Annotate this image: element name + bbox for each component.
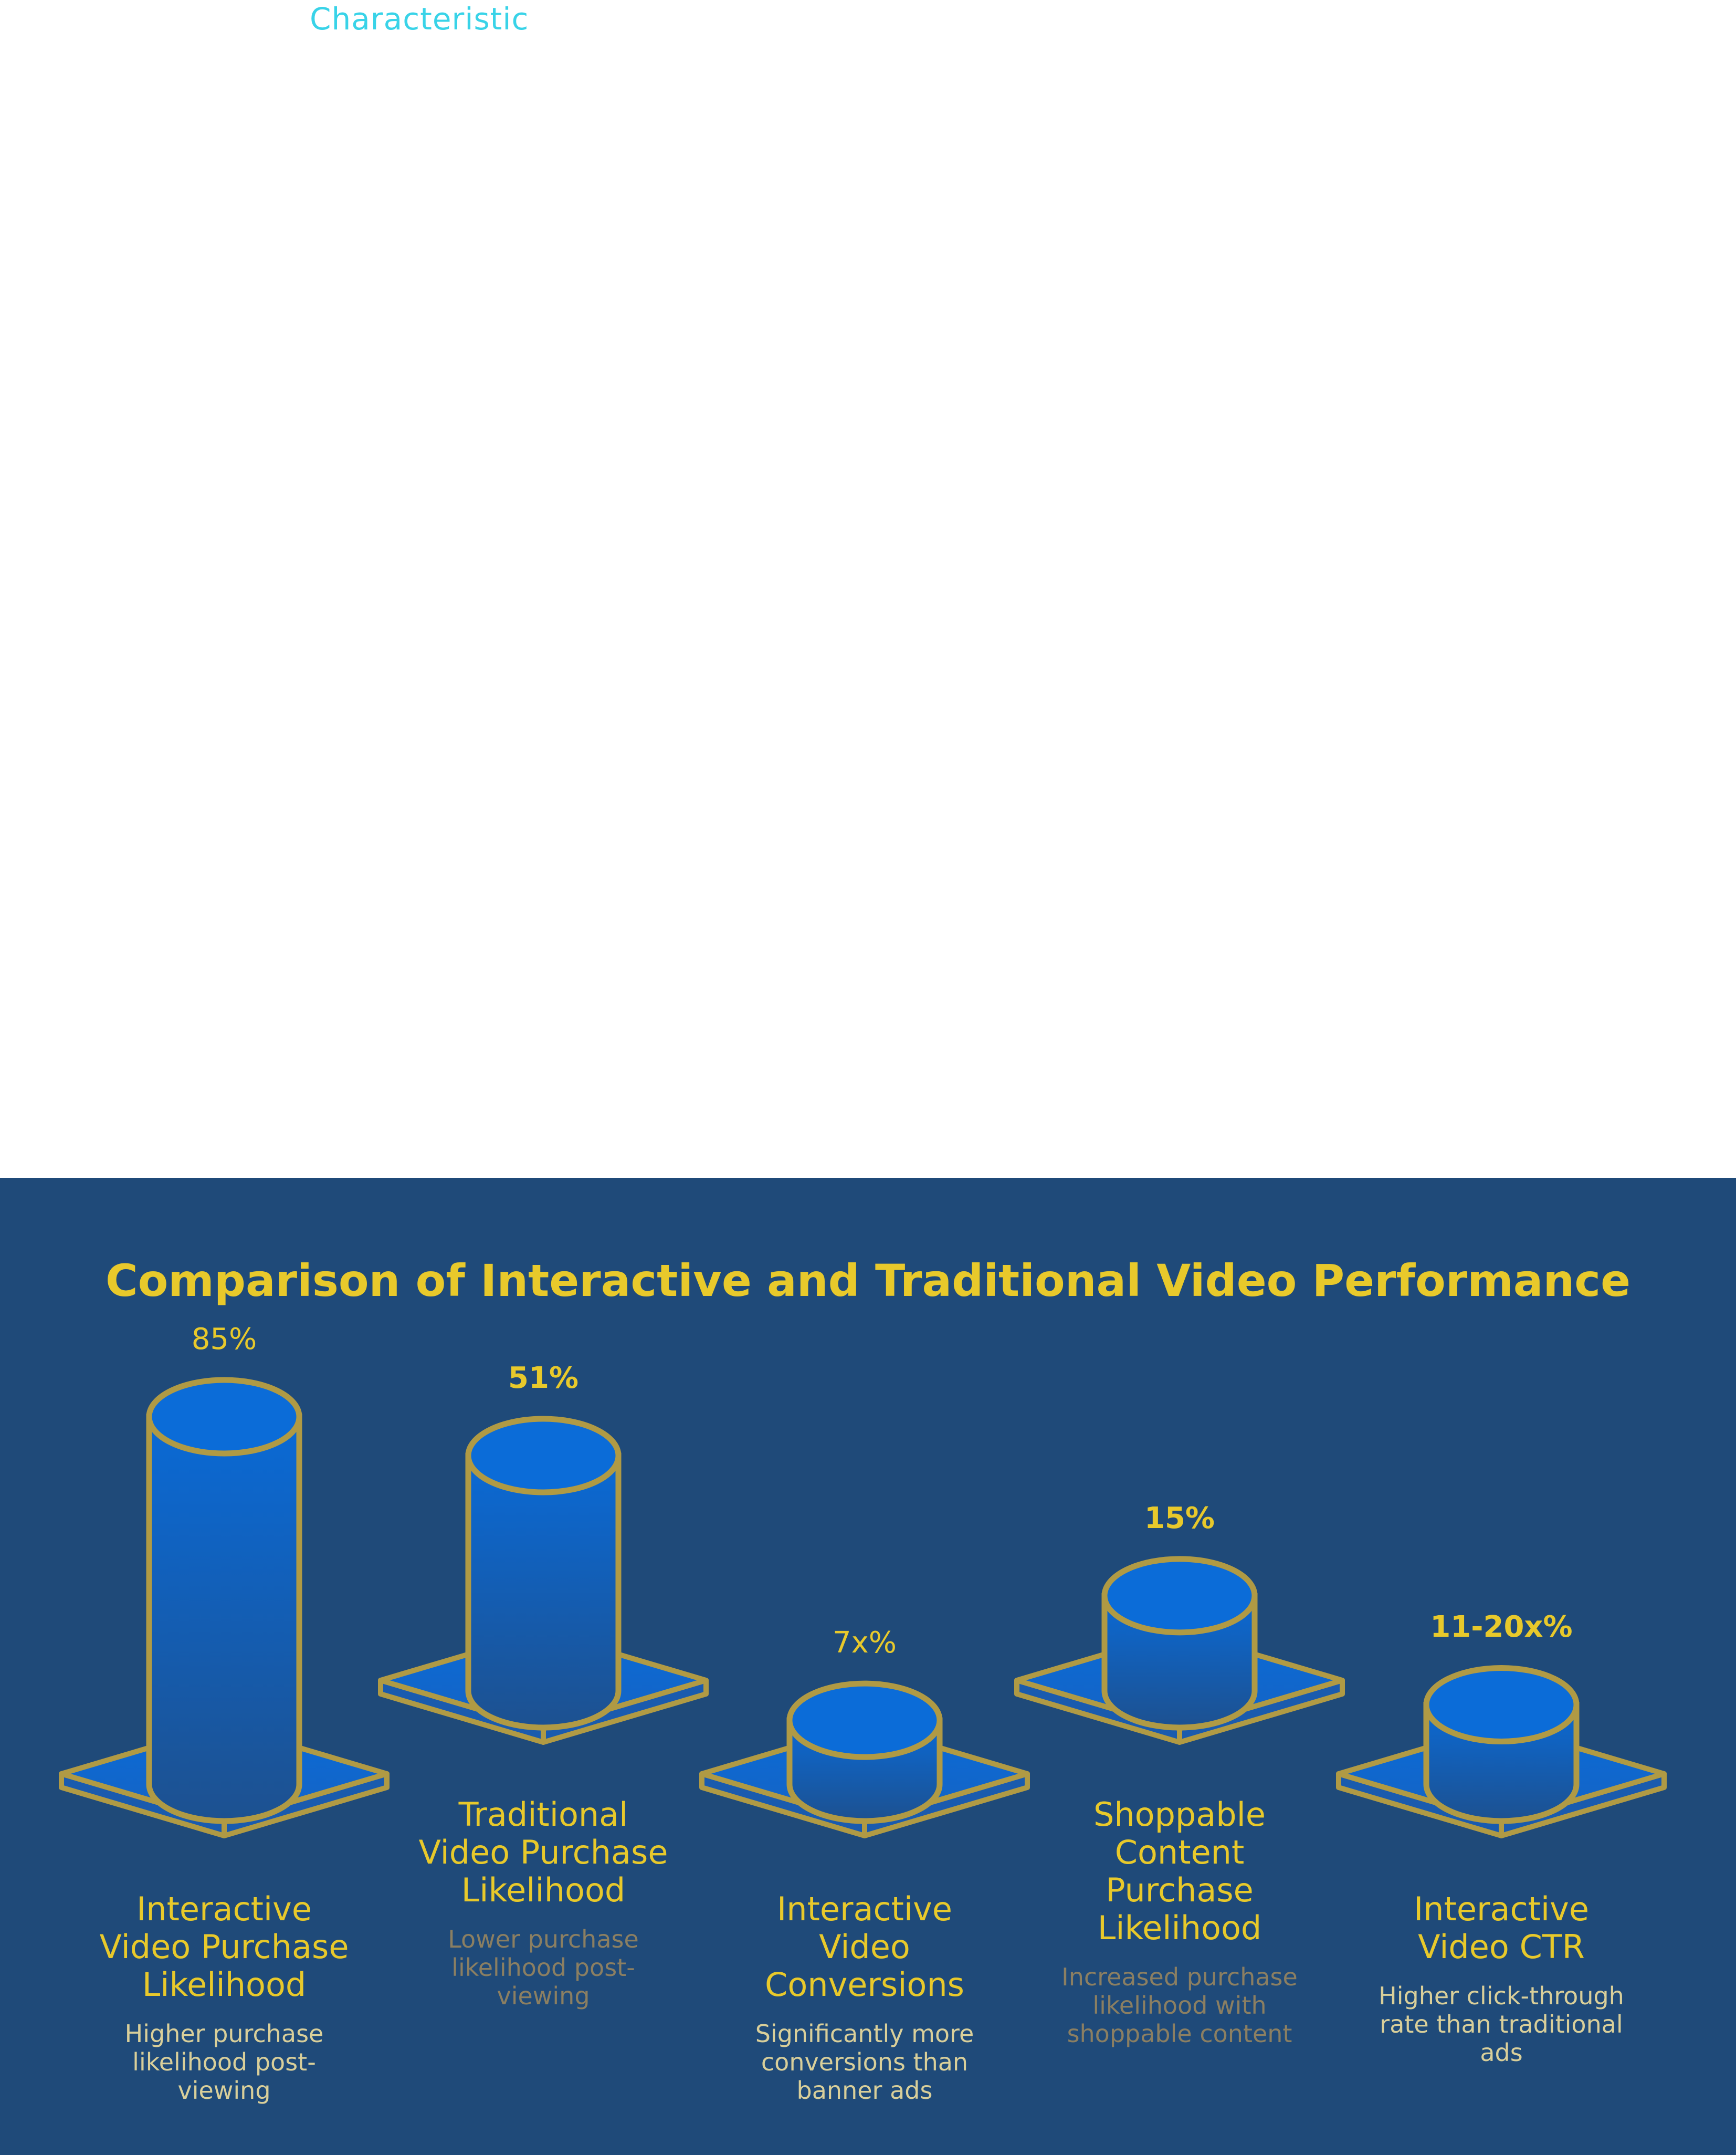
cylinder-body	[146, 1414, 302, 1824]
bar-2	[378, 1416, 709, 1745]
value-label: 85%	[191, 1322, 257, 1356]
cylinder-top	[146, 1377, 302, 1457]
cylinder-body	[465, 1452, 622, 1731]
top-label: Characteristic	[310, 1, 529, 37]
cylinder-top	[786, 1680, 943, 1760]
cylinder-top	[465, 1416, 622, 1495]
bar-3	[699, 1680, 1030, 1838]
bar-5	[1336, 1665, 1667, 1838]
value-label: 51%	[508, 1361, 579, 1395]
value-label: 11-20x%	[1430, 1610, 1573, 1645]
value-label: 7x%	[833, 1626, 897, 1660]
cylinder-top	[1423, 1665, 1580, 1744]
bar-4	[1014, 1556, 1345, 1745]
cylinder-top	[1101, 1556, 1258, 1636]
value-label: 15%	[1144, 1501, 1215, 1535]
bar-1	[59, 1377, 390, 1838]
chart-title: Comparison of Interactive and Traditiona…	[105, 1255, 1631, 1306]
